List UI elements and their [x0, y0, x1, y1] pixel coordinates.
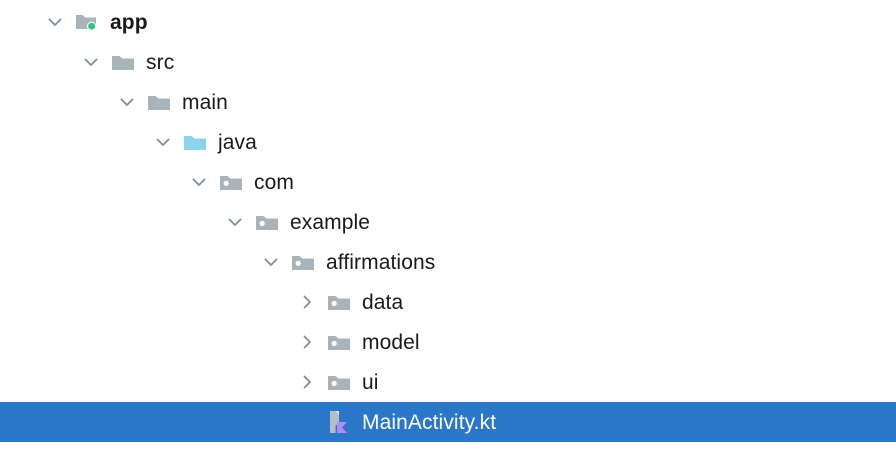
- chevron-right-icon[interactable]: [296, 291, 318, 313]
- tree-row[interactable]: main: [0, 82, 896, 122]
- tree-row-label: example: [290, 210, 371, 234]
- tree-row-label: MainActivity.kt: [362, 410, 497, 434]
- chevron-down-icon[interactable]: [80, 51, 102, 73]
- chevron-down-icon[interactable]: [152, 131, 174, 153]
- folder-package-icon: [326, 369, 352, 395]
- folder-icon: [110, 49, 136, 75]
- tree-row-label: com: [254, 170, 294, 194]
- chevron-down-icon[interactable]: [224, 211, 246, 233]
- tree-indent: [0, 182, 188, 183]
- chevron-down-icon[interactable]: [260, 251, 282, 273]
- tree-row[interactable]: app: [0, 2, 896, 42]
- chevron-right-icon[interactable]: [296, 371, 318, 393]
- tree-row[interactable]: MainActivity.kt: [0, 402, 896, 442]
- tree-row[interactable]: ui: [0, 362, 896, 402]
- tree-indent: [0, 262, 260, 263]
- tree-row[interactable]: java: [0, 122, 896, 162]
- folder-package-icon: [218, 169, 244, 195]
- tree-indent: [0, 422, 296, 423]
- tree-row-label: java: [218, 130, 257, 154]
- folder-package-icon: [290, 249, 316, 275]
- chevron-down-icon[interactable]: [44, 11, 66, 33]
- chevron-right-icon[interactable]: [296, 331, 318, 353]
- tree-row[interactable]: example: [0, 202, 896, 242]
- folder-package-icon: [326, 289, 352, 315]
- tree-indent: [0, 102, 116, 103]
- folder-package-icon: [254, 209, 280, 235]
- tree-row-label: data: [362, 290, 404, 314]
- tree-row[interactable]: model: [0, 322, 896, 362]
- folder-package-icon: [326, 329, 352, 355]
- tree-indent: [0, 342, 296, 343]
- tree-row-label: src: [146, 50, 175, 74]
- chevron-down-icon[interactable]: [116, 91, 138, 113]
- tree-row[interactable]: src: [0, 42, 896, 82]
- tree-row[interactable]: data: [0, 282, 896, 322]
- tree-indent: [0, 142, 152, 143]
- tree-row[interactable]: affirmations: [0, 242, 896, 282]
- tree-row-label: main: [182, 90, 228, 114]
- tree-row-label: app: [110, 10, 148, 34]
- folder-source-root-icon: [182, 129, 208, 155]
- tree-indent: [0, 382, 296, 383]
- folder-icon: [146, 89, 172, 115]
- tree-row[interactable]: com: [0, 162, 896, 202]
- tree-row-label: ui: [362, 370, 379, 394]
- tree-row-label: model: [362, 330, 420, 354]
- tree-indent: [0, 302, 296, 303]
- folder-module-icon: [74, 9, 100, 35]
- tree-indent: [0, 22, 44, 23]
- tree-indent: [0, 222, 224, 223]
- tree-row-label: affirmations: [326, 250, 436, 274]
- tree-indent: [0, 62, 80, 63]
- kotlin-file-icon: [326, 409, 352, 435]
- chevron-down-icon[interactable]: [188, 171, 210, 193]
